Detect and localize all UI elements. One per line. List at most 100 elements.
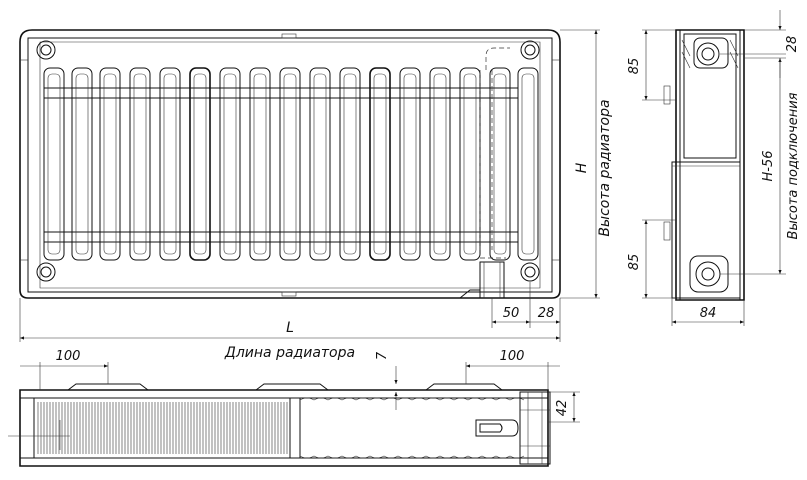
convector-fin — [151, 402, 156, 454]
fin-inner — [373, 73, 387, 255]
fin — [249, 67, 271, 261]
fin — [279, 67, 301, 261]
connection-height-label: H-56 — [761, 150, 776, 181]
convector-fin — [187, 402, 192, 454]
convector-fin — [145, 402, 150, 454]
length-label: L — [286, 320, 294, 336]
connection-height-caption: Высота подключения — [786, 92, 801, 239]
fin — [129, 67, 151, 261]
convector-fin — [43, 402, 48, 454]
top-fins — [37, 402, 288, 454]
convector-fin — [55, 402, 60, 454]
side-view: 28 85 85 H-56 Высота подключения 84 — [627, 10, 801, 326]
dim-100-right: 100 — [500, 349, 525, 364]
dim-85-bottom: 85 — [627, 254, 642, 271]
convector-fin — [175, 402, 180, 454]
convector-fin — [157, 402, 162, 454]
fin-inner — [313, 73, 327, 255]
front-view: H Высота радиатора L Длина радиатора 50 … — [19, 29, 613, 361]
convector-fin — [193, 402, 198, 454]
fin — [43, 67, 65, 261]
dim-42: 42 — [555, 400, 570, 417]
convector-fin — [169, 402, 174, 454]
fin-inner — [193, 73, 207, 255]
convector-fin — [49, 402, 54, 454]
convector-fin — [109, 402, 114, 454]
convector-fin — [259, 402, 264, 454]
dim-84: 84 — [700, 306, 717, 321]
plug-bottom-right — [520, 262, 540, 282]
fin-inner — [493, 73, 507, 255]
fin — [189, 67, 211, 261]
length-caption: Длина радиатора — [224, 345, 355, 361]
fin-inner — [433, 73, 447, 255]
convector-fin — [271, 402, 276, 454]
convector-fin — [241, 402, 246, 454]
convector-fin — [121, 402, 126, 454]
fin-inner — [163, 73, 177, 255]
plug-top-left — [36, 40, 56, 60]
dim-85-top: 85 — [627, 58, 642, 75]
convector-fin — [199, 402, 204, 454]
dim-28-front: 28 — [538, 306, 555, 321]
dim-50: 50 — [503, 306, 520, 321]
convector-fin — [103, 402, 108, 454]
dim-7: 7 — [375, 351, 390, 360]
fin — [159, 67, 181, 261]
convector-fin — [115, 402, 120, 454]
convector-fin — [61, 402, 66, 454]
fin-inner — [343, 73, 357, 255]
convector-fin — [127, 402, 132, 454]
fin-inner — [463, 73, 477, 255]
convector-fin — [217, 402, 222, 454]
height-caption: Высота радиатора — [597, 99, 613, 236]
convector-fin — [85, 402, 90, 454]
convector-fin — [181, 402, 186, 454]
fin — [459, 67, 481, 261]
dim-100-left: 100 — [56, 349, 81, 364]
fin — [71, 67, 93, 261]
convector-fin — [235, 402, 240, 454]
height-label: H — [574, 162, 590, 173]
convector-fin — [79, 402, 84, 454]
fin-inner — [403, 73, 417, 255]
fin-inner — [75, 73, 89, 255]
convector-fin — [211, 402, 216, 454]
fin-inner — [133, 73, 147, 255]
convector-fin — [223, 402, 228, 454]
fin — [339, 67, 361, 261]
convector-fin — [139, 402, 144, 454]
fin-inner — [103, 73, 117, 255]
fin-inner — [521, 73, 535, 255]
fin — [429, 67, 451, 261]
convector-fin — [283, 402, 288, 454]
front-fins — [43, 67, 539, 261]
fin — [99, 67, 121, 261]
convector-fin — [253, 402, 258, 454]
convector-fin — [67, 402, 72, 454]
fin — [369, 67, 391, 261]
convector-fin — [91, 402, 96, 454]
fin — [517, 67, 539, 261]
convector-fin — [163, 402, 168, 454]
panel-scallops — [299, 397, 525, 459]
front-outline — [19, 29, 561, 299]
convector-fin — [265, 402, 270, 454]
convector-fin — [37, 402, 42, 454]
fin — [399, 67, 421, 261]
fin-inner — [47, 73, 61, 255]
fin — [489, 67, 511, 261]
convector-fin — [205, 402, 210, 454]
plug-bottom-left — [36, 262, 56, 282]
top-view: 100 100 7 42 — [8, 349, 580, 467]
convector-fin — [97, 402, 102, 454]
fin — [309, 67, 331, 261]
convector-fin — [133, 402, 138, 454]
convector-fin — [229, 402, 234, 454]
fin-inner — [253, 73, 267, 255]
fin-inner — [283, 73, 297, 255]
convector-fin — [247, 402, 252, 454]
plug-top-right — [520, 40, 540, 60]
convector-fin — [277, 402, 282, 454]
